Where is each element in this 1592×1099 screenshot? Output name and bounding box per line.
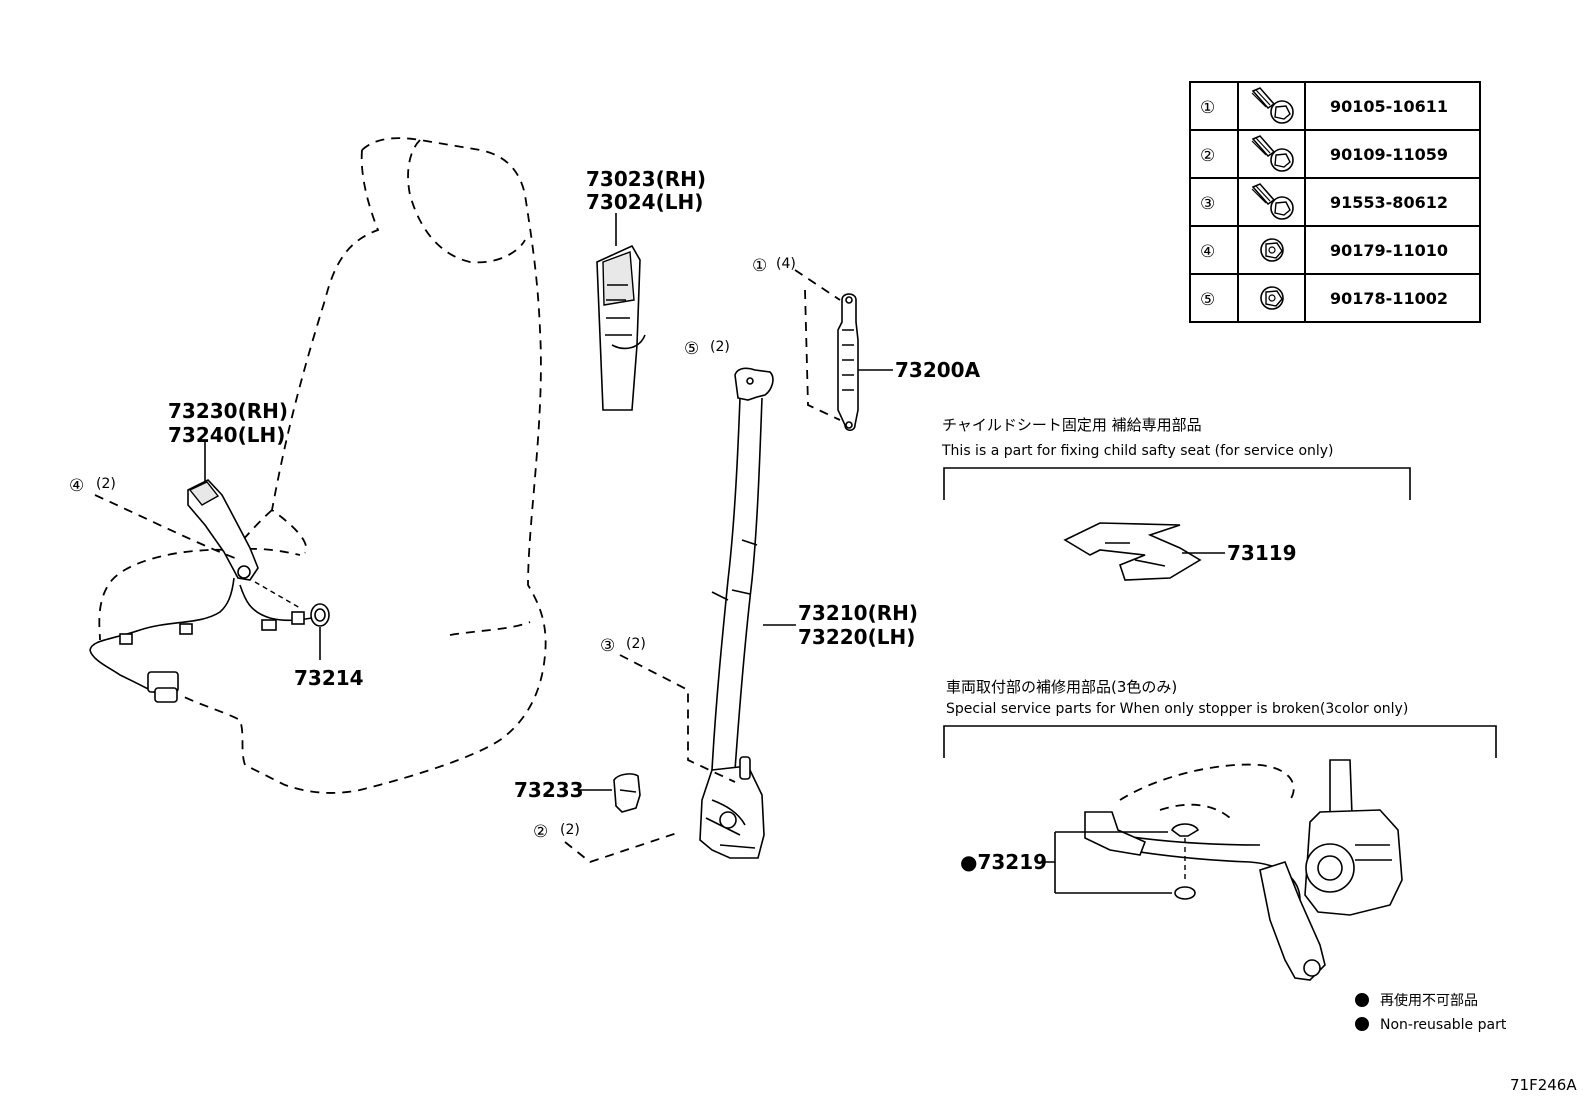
- non-reusable-dot-icon: [1355, 1017, 1369, 1031]
- shoulder-adjuster: [794, 269, 893, 432]
- fastener-row: ① 90105-10611: [1200, 87, 1448, 124]
- bolt-icon: [1251, 135, 1294, 172]
- svg-text:②: ②: [533, 822, 548, 842]
- label-73119: 73119: [1227, 541, 1297, 565]
- label-73210-rh: 73210(RH): [798, 601, 918, 625]
- fastener-table: ① 90105-10611 ② 90109-11059 ③ 91553-80612 ④ 901…: [1189, 81, 1481, 323]
- fastener-part-number: 91553-80612: [1330, 193, 1448, 212]
- part-labels: 73230(RH) 73240(LH) 73214 73023(RH) 7302…: [168, 167, 1297, 874]
- stopper-section: [943, 725, 1497, 981]
- label-73233: 73233: [514, 778, 584, 802]
- fastener-part-number: 90179-11010: [1330, 241, 1448, 260]
- label-73240-lh: 73240(LH): [168, 423, 285, 447]
- legend: 再使用不可部品 Non-reusable part: [1355, 992, 1507, 1033]
- fastener-part-number: 90109-11059: [1330, 145, 1448, 164]
- callout-3: ③ (2): [600, 636, 646, 656]
- stopper-note-en: Special service parts for When only stop…: [946, 701, 1408, 717]
- retractor-cover: [574, 773, 641, 813]
- label-73214: 73214: [294, 666, 364, 690]
- buckle-ring-73214: [310, 603, 330, 660]
- svg-text:(2): (2): [710, 339, 730, 355]
- svg-text:(2): (2): [560, 822, 580, 838]
- callout-5: ⑤ (2): [684, 339, 730, 359]
- callout-4: ④ (2): [69, 476, 116, 496]
- notes: チャイルドシート固定用 補給専用部品 This is a part for fi…: [941, 416, 1408, 717]
- child-note-jp: チャイルドシート固定用 補給専用部品: [942, 416, 1202, 434]
- non-reusable-dot-icon: [1355, 993, 1369, 1007]
- label-73219: ●73219: [960, 850, 1047, 874]
- child-note-en: This is a part for fixing child safty se…: [941, 443, 1334, 459]
- pillar-cover: [596, 213, 646, 411]
- svg-text:⑤: ⑤: [684, 339, 699, 359]
- fastener-part-number: 90178-11002: [1330, 289, 1448, 308]
- svg-text:(2): (2): [96, 476, 116, 492]
- label-73220-lh: 73220(LH): [798, 625, 915, 649]
- seat-belt-buckle: [89, 479, 313, 703]
- svg-text:(2): (2): [626, 636, 646, 652]
- bolt-icon: [1251, 183, 1294, 220]
- child-seat-section: [943, 467, 1411, 581]
- nut-icon: [1260, 286, 1284, 310]
- label-73023-rh: 73023(RH): [586, 167, 706, 191]
- fastener-number: ①: [1200, 98, 1215, 118]
- callouts: ① (4) ⑤ (2) ④ (2) ③ (2) ② (2): [69, 256, 796, 842]
- fastener-row: ③ 91553-80612: [1200, 183, 1448, 220]
- fastener-number: ④: [1200, 242, 1215, 262]
- label-73230-rh: 73230(RH): [168, 399, 288, 423]
- bolt-icon: [1251, 87, 1294, 124]
- fastener-row: ④ 90179-11010: [1200, 238, 1448, 262]
- diagram-code: 71F246A: [1510, 1076, 1577, 1094]
- fastener-row: ② 90109-11059: [1200, 135, 1448, 172]
- fastener-row: ⑤ 90178-11002: [1200, 286, 1448, 310]
- svg-text:③: ③: [600, 636, 615, 656]
- fastener-part-number: 90105-10611: [1330, 97, 1448, 116]
- svg-text:④: ④: [69, 476, 84, 496]
- fastener-number: ③: [1200, 194, 1215, 214]
- legend-jp: 再使用不可部品: [1380, 992, 1478, 1009]
- callout-2: ② (2): [533, 822, 580, 842]
- label-73200a: 73200A: [895, 358, 981, 382]
- fastener-number: ⑤: [1200, 290, 1215, 310]
- callout-1: ① (4): [752, 256, 796, 276]
- seat-belt-assembly: [699, 367, 796, 859]
- svg-text:①: ①: [752, 256, 767, 276]
- fastener-number: ②: [1200, 146, 1215, 166]
- nut-icon: [1260, 238, 1284, 262]
- stopper-note-jp: 車両取付部の補修用部品(3色のみ): [946, 678, 1177, 696]
- svg-text:(4): (4): [776, 256, 796, 272]
- label-73024-lh: 73024(LH): [586, 190, 703, 214]
- legend-en: Non-reusable part: [1380, 1017, 1507, 1033]
